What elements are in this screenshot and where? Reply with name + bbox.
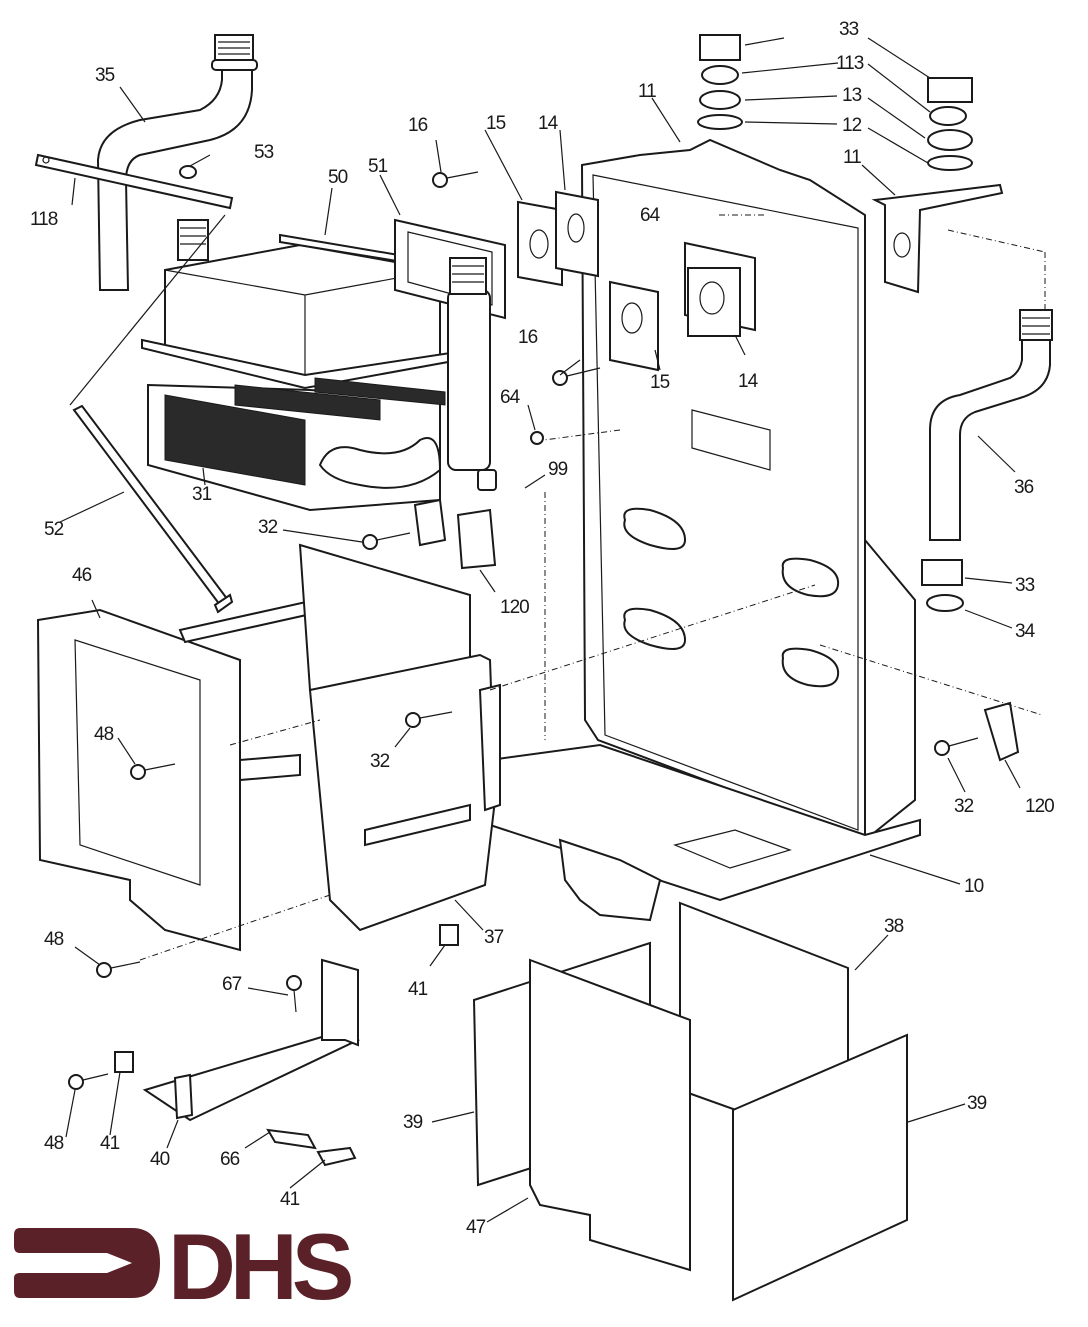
logo-text: DHS [168, 1214, 354, 1319]
part-label-16: 16 [408, 115, 428, 136]
part-label-52: 52 [44, 519, 64, 540]
arrow-right-icon [14, 1228, 160, 1298]
flow-pipe-35 [96, 34, 258, 291]
casing-base-10 [489, 743, 921, 922]
dhs-logo [14, 1228, 160, 1298]
part-label-50: 50 [328, 167, 348, 188]
clamp-block-120-a [413, 498, 497, 570]
part-label-51: 51 [368, 156, 388, 177]
leader-lines [59, 37, 1046, 1223]
part-label-34: 34 [1015, 621, 1035, 642]
part-label-66: 66 [220, 1149, 240, 1170]
part-label-33: 33 [839, 19, 859, 40]
part-label-120: 120 [500, 597, 530, 618]
part-label-53: 53 [254, 142, 274, 163]
flue-tube [447, 257, 497, 491]
part-label-118: 118 [30, 209, 58, 230]
support-rail-40 [142, 958, 360, 1122]
part-label-99: 99 [548, 459, 568, 480]
side-panel-46 [36, 598, 322, 952]
part-label-41-left: 41 [100, 1133, 120, 1154]
wing-nut-53 [179, 165, 197, 179]
clamp-block-120-b [983, 701, 1020, 762]
part-label-32-right: 32 [954, 796, 974, 817]
part-label-120-right: 120 [1025, 796, 1055, 817]
part-label-16-mid: 16 [518, 327, 538, 348]
back-casing [580, 138, 916, 843]
part-label-11: 11 [638, 81, 657, 102]
nut-33-lower [921, 559, 964, 612]
rod-52 [69, 214, 234, 614]
combustion-chamber-37 [298, 543, 501, 932]
part-label-38: 38 [884, 916, 904, 937]
bracket-bar-118 [34, 153, 234, 210]
part-label-12: 12 [842, 115, 862, 136]
part-label-11-side: 11 [843, 147, 862, 168]
insulation-panels [472, 901, 908, 1302]
part-label-113: 113 [836, 53, 864, 74]
part-label-14: 14 [538, 113, 558, 134]
part-label-40: 40 [150, 1149, 170, 1170]
part-label-10: 10 [964, 876, 984, 897]
part-label-67: 67 [222, 974, 242, 995]
part-label-48-bottom: 48 [44, 1133, 64, 1154]
part-label-14-mid: 14 [738, 371, 758, 392]
small-clips [114, 924, 459, 1167]
nut-stack-top-right [927, 77, 973, 171]
return-pipe-36 [929, 309, 1053, 541]
part-label-46: 46 [72, 565, 92, 586]
side-bracket-11 [871, 183, 1004, 294]
part-label-33-lower: 33 [1015, 575, 1035, 596]
part-label-64: 64 [640, 205, 660, 226]
part-label-31: 31 [192, 484, 212, 505]
part-label-41: 41 [408, 979, 428, 1000]
part-label-48-lower: 48 [44, 929, 64, 950]
nut-stack-top-left [697, 34, 743, 130]
part-label-47: 47 [466, 1217, 486, 1238]
plate-15-mid [609, 280, 659, 372]
part-label-48: 48 [94, 724, 114, 745]
part-label-39-left: 39 [403, 1112, 423, 1133]
part-label-32: 32 [258, 517, 278, 538]
part-label-32-front: 32 [370, 751, 390, 772]
part-label-37: 37 [484, 927, 504, 948]
part-label-41-bottom: 41 [280, 1189, 300, 1210]
part-label-35: 35 [95, 65, 115, 86]
part-label-15-mid: 15 [650, 372, 670, 393]
part-label-15: 15 [486, 113, 506, 134]
part-label-13: 13 [842, 85, 862, 106]
heat-exchanger-31 [147, 377, 446, 512]
screws [68, 171, 979, 1090]
plates-15-14-top [517, 190, 599, 287]
part-label-36: 36 [1014, 477, 1034, 498]
part-label-39-right: 39 [967, 1093, 987, 1114]
part-label-64-mid: 64 [500, 387, 520, 408]
